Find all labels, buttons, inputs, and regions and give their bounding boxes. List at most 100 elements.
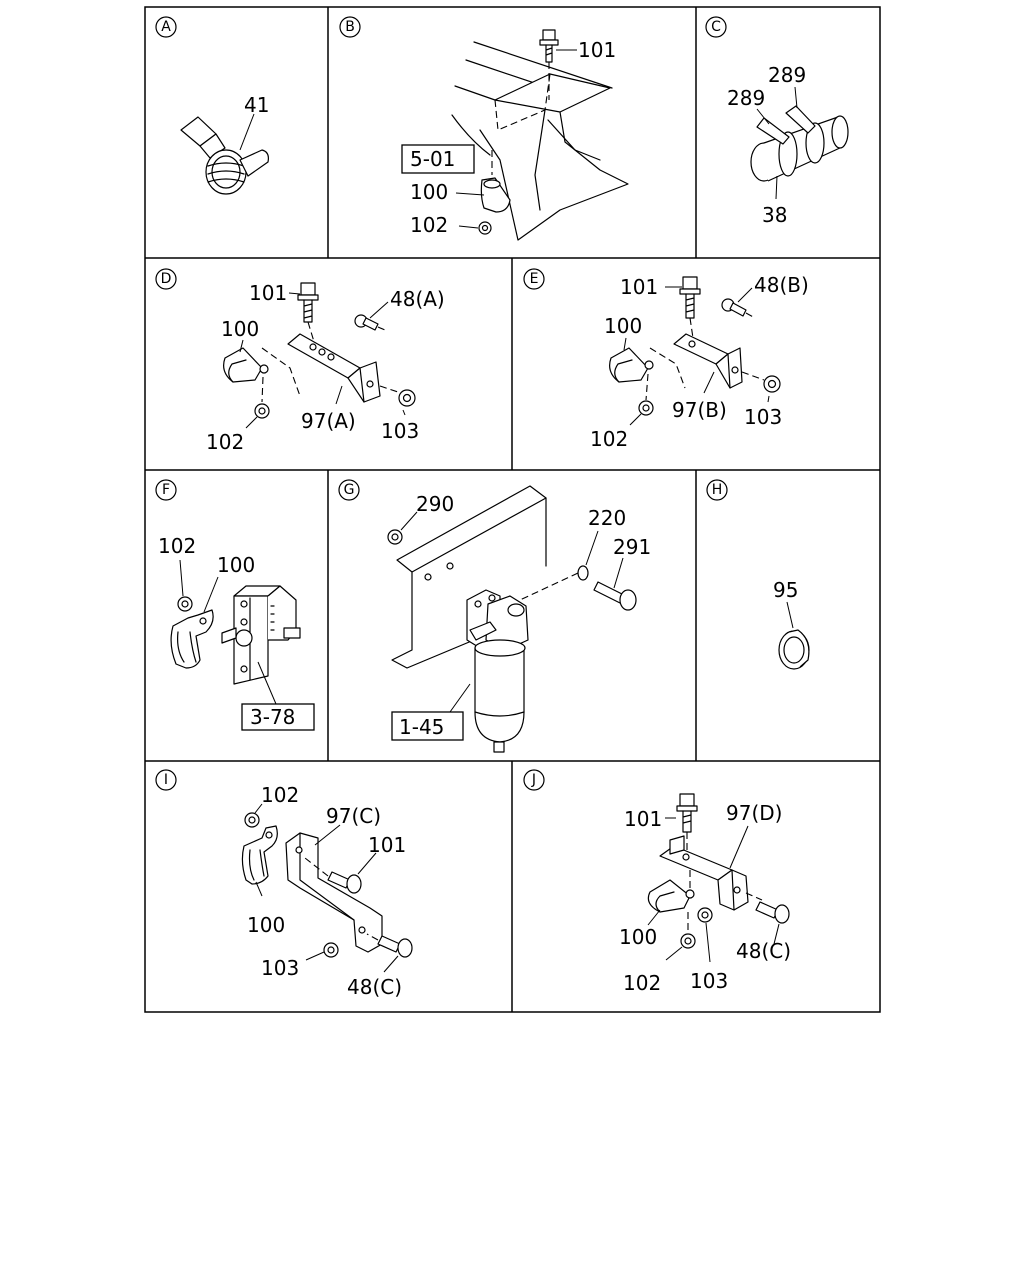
grommet-95-part <box>778 629 810 670</box>
svg-text:H: H <box>712 482 723 498</box>
callout-100: 100 <box>410 180 448 204</box>
panel-letter-d: D <box>155 268 177 290</box>
callout-100: 100 <box>247 913 285 937</box>
callout-48b: 48(B) <box>754 273 809 297</box>
svg-text:F: F <box>162 482 170 498</box>
fuel-filter-1-45-part <box>466 589 529 753</box>
svg-text:A: A <box>161 19 171 35</box>
svg-text:D: D <box>161 271 172 287</box>
bolt-291-part <box>593 581 637 611</box>
clip-100-part <box>170 609 214 669</box>
nut-290-part <box>387 529 403 545</box>
panel-i-illustration: 102 100 97(C) 101 103 <box>241 783 413 999</box>
nut-103-part <box>398 389 416 407</box>
callout-48a: 48(A) <box>390 287 445 311</box>
callout-103: 103 <box>261 956 299 980</box>
nut-102-part <box>478 221 492 235</box>
panel-letter-j: J <box>523 769 545 791</box>
nut-102-part <box>638 373 654 416</box>
nut-102-part <box>244 812 260 828</box>
panel-letter-f: F <box>155 479 177 501</box>
callout-102: 102 <box>261 783 299 807</box>
bolt-101-part <box>297 282 319 346</box>
callout-102: 102 <box>623 971 661 995</box>
clip-100-part <box>647 870 695 913</box>
reference-3-78: 3-78 <box>250 705 295 729</box>
panel-j-illustration: 101 97(D) 100 48(C) <box>619 793 791 995</box>
callout-100: 100 <box>221 317 259 341</box>
svg-text:E: E <box>530 271 539 287</box>
svg-text:J: J <box>531 772 536 788</box>
callout-291: 291 <box>613 535 651 559</box>
callout-97a: 97(A) <box>301 409 356 433</box>
bracket-97a-part <box>287 333 399 403</box>
nut-103-part <box>697 907 713 923</box>
panel-f-illustration: 102 100 3-78 <box>158 534 315 731</box>
svg-text:B: B <box>345 19 355 35</box>
bracket-97d-part <box>659 835 763 911</box>
callout-103: 103 <box>381 419 419 443</box>
frame-rail-part <box>391 485 547 669</box>
svg-text:C: C <box>711 19 721 35</box>
bolt-101-part <box>539 29 559 100</box>
callout-102: 102 <box>158 534 196 558</box>
callout-102: 102 <box>590 427 628 451</box>
nut-102-part <box>680 912 696 949</box>
callout-220: 220 <box>588 506 626 530</box>
clamp-289-part <box>756 105 816 145</box>
panel-b-illustration: 101 100 102 5-01 <box>401 29 629 241</box>
callout-101: 101 <box>368 833 406 857</box>
bracket-3-78-part <box>221 585 301 685</box>
callout-100: 100 <box>604 314 642 338</box>
reference-5-01: 5-01 <box>410 147 455 171</box>
panel-c-illustration: 289 289 38 <box>727 63 849 227</box>
nut-102-part <box>177 596 193 612</box>
clip-100-part <box>223 347 301 397</box>
bracket-97b-part <box>673 333 765 389</box>
svg-text:G: G <box>344 482 355 498</box>
callout-289-lower: 289 <box>727 86 765 110</box>
callout-289-upper: 289 <box>768 63 806 87</box>
clip-100-part <box>241 825 278 885</box>
callout-101: 101 <box>578 38 616 62</box>
bolt-101-part <box>676 793 698 855</box>
callout-97d: 97(D) <box>726 801 782 825</box>
callout-290: 290 <box>416 492 454 516</box>
bolt-48b-part <box>721 298 756 319</box>
panel-letter-i: I <box>155 769 177 791</box>
callout-97b: 97(B) <box>672 398 727 422</box>
callout-101: 101 <box>249 281 287 305</box>
svg-text:I: I <box>164 772 168 788</box>
hose-clamp-part <box>180 116 269 195</box>
hose-fitting-38-part <box>750 115 849 182</box>
panel-g-illustration: 290 220 291 1-45 <box>387 485 651 753</box>
callout-101: 101 <box>624 807 662 831</box>
reference-1-45: 1-45 <box>399 715 444 739</box>
panel-e-illustration: 101 48(B) 100 97(B) <box>590 273 809 451</box>
panel-letter-c: C <box>705 16 727 38</box>
panel-letter-e: E <box>523 268 545 290</box>
panel-a-illustration: 41 <box>180 93 269 195</box>
bolt-48a-part <box>354 314 386 331</box>
nut-103-part <box>323 942 339 958</box>
callout-102: 102 <box>206 430 244 454</box>
callout-103: 103 <box>690 969 728 993</box>
callout-41: 41 <box>244 93 269 117</box>
nut-103-part <box>763 375 781 393</box>
panel-letter-h: H <box>706 479 728 501</box>
bolt-101-part <box>304 857 362 894</box>
nut-102-part <box>254 376 270 419</box>
panel-d-illustration: 101 48(A) 100 97(A) <box>206 281 445 454</box>
panel-h-illustration: 95 <box>773 578 810 670</box>
callout-48c: 48(C) <box>347 975 402 999</box>
clip-100-part <box>609 347 686 389</box>
callout-100: 100 <box>217 553 255 577</box>
washer-220-part <box>519 565 589 601</box>
callout-100: 100 <box>619 925 657 949</box>
callout-95: 95 <box>773 578 798 602</box>
panel-letter-b: B <box>339 16 361 38</box>
chassis-frame-part <box>451 41 629 241</box>
callout-102: 102 <box>410 213 448 237</box>
bolt-48c-part <box>366 933 413 958</box>
